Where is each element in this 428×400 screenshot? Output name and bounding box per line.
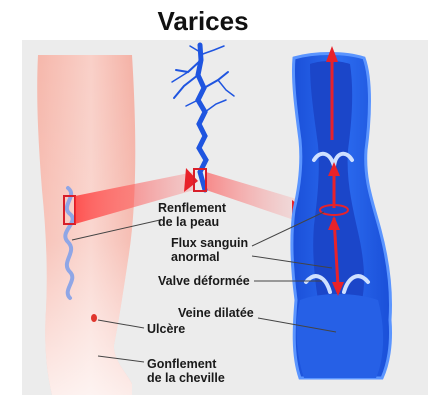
leader-dilated-vein bbox=[257, 317, 337, 333]
blood-flow-ring bbox=[319, 204, 349, 216]
label-deformed-valve: Valve déformée bbox=[158, 274, 250, 288]
leader-ankle-swelling bbox=[97, 355, 145, 363]
healthy-valve bbox=[312, 151, 354, 168]
blood-flow-arrowhead-mid bbox=[328, 162, 340, 176]
zoom-beam-leg-to-vein bbox=[75, 172, 194, 224]
deformed-valve bbox=[304, 274, 370, 294]
leader-ulcer bbox=[97, 319, 145, 329]
blood-flow-arrowhead-reflux bbox=[332, 282, 344, 296]
ulcer-spot bbox=[91, 314, 97, 322]
diagram-title: Varices bbox=[157, 6, 248, 36]
label-ankle-swelling-2: de la cheville bbox=[147, 371, 225, 385]
varicose-vein-squiggle bbox=[63, 186, 75, 300]
vein-closeup bbox=[290, 46, 392, 380]
leader-abnormal-flow bbox=[251, 211, 325, 247]
label-ulcer: Ulcère bbox=[147, 322, 185, 336]
zoom-arrow-head-1 bbox=[184, 168, 198, 192]
leg-fade bbox=[37, 55, 136, 395]
leader-lines bbox=[71, 211, 337, 363]
label-skin-bulge-2: de la peau bbox=[158, 215, 219, 229]
vein-zoom-box bbox=[193, 168, 207, 192]
leader-skin-bulge bbox=[71, 219, 161, 241]
blood-flow-arrowhead-up bbox=[326, 46, 338, 62]
label-skin-bulge-1: Renflement bbox=[158, 201, 227, 215]
label-abnormal-flow-2: anormal bbox=[171, 250, 220, 264]
zoom-beam-vein-to-closeup bbox=[206, 172, 300, 222]
label-abnormal-flow-1: Flux sanguin bbox=[171, 236, 248, 250]
dilated-vein-bulge bbox=[296, 294, 384, 378]
vein-tree bbox=[171, 42, 235, 193]
leg-illustration bbox=[37, 55, 136, 395]
label-dilated-vein: Veine dilatée bbox=[178, 306, 254, 320]
leader-abnormal-flow-2 bbox=[251, 255, 333, 269]
label-ankle-swelling-1: Gonflement bbox=[147, 357, 217, 371]
blood-flow-arrowhead-reflux-top bbox=[328, 216, 340, 230]
vein-lumen bbox=[310, 61, 365, 300]
